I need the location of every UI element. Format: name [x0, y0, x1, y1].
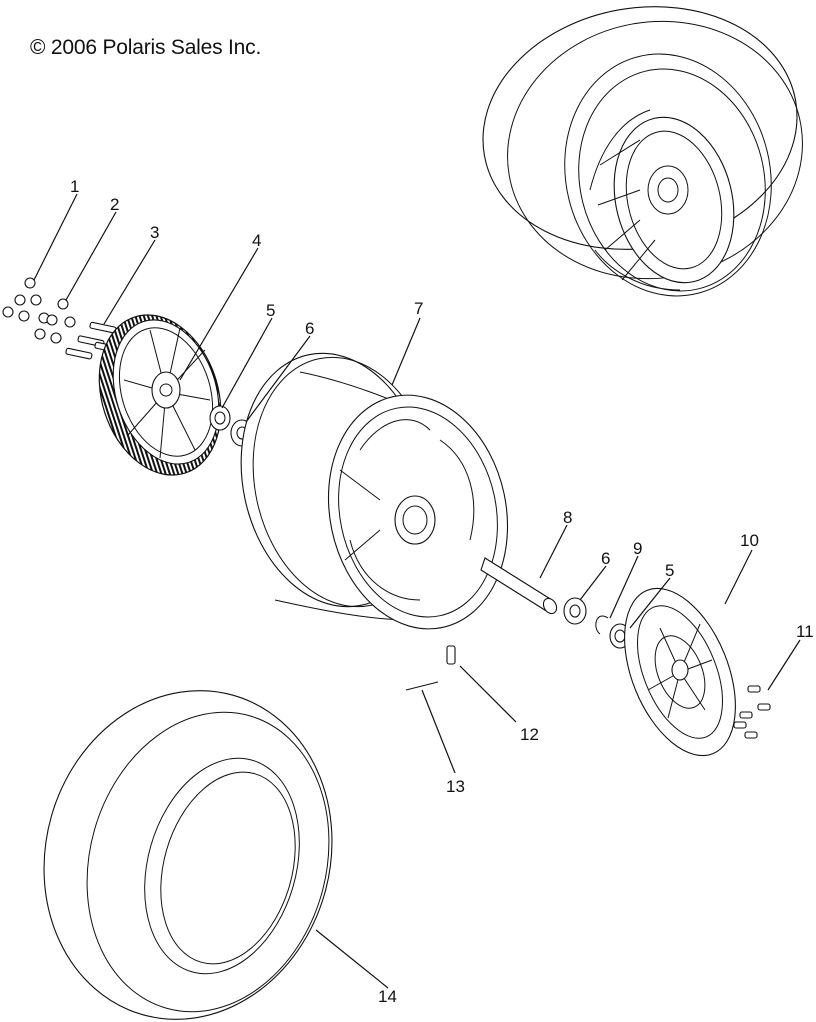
callout-2: 2: [110, 195, 119, 214]
sprocket-illustration: [98, 314, 222, 476]
callout-3: 3: [150, 223, 159, 242]
callout-5-left: 5: [266, 301, 275, 320]
callout-6-right: 6: [601, 549, 610, 568]
callout-4: 4: [252, 231, 261, 250]
valve-stem-illustration: [446, 645, 456, 665]
disc-bolts-illustration: [733, 685, 771, 739]
callout-13: 13: [446, 777, 465, 796]
callout-8: 8: [563, 508, 572, 527]
callout-5-right: 5: [665, 561, 674, 580]
callout-9: 9: [633, 539, 642, 558]
callout-10: 10: [740, 531, 759, 550]
callout-6-left: 6: [305, 319, 314, 338]
copyright-notice: © 2006 Polaris Sales Inc.: [30, 36, 262, 59]
axle-illustration: [480, 557, 558, 615]
callout-12: 12: [520, 725, 539, 744]
bearing-left-illustration: [209, 405, 231, 431]
callout-11: 11: [796, 622, 814, 641]
lug-nuts-illustration: [2, 277, 50, 340]
balance-weight-illustration: [405, 681, 439, 691]
callout-1: 1: [70, 177, 79, 196]
assembled-wheel-illustration: [482, 6, 803, 297]
rim-illustration: [240, 352, 509, 630]
callout-7: 7: [414, 299, 423, 318]
callout-14: 14: [378, 987, 397, 1006]
washers-illustration: [46, 298, 76, 344]
brake-disc-illustration: [624, 587, 736, 757]
leader-lines: [33, 193, 801, 989]
tire-illustration: [43, 690, 333, 1020]
snap-ring-illustration: [595, 615, 609, 635]
spacer-right-illustration: [563, 597, 587, 625]
